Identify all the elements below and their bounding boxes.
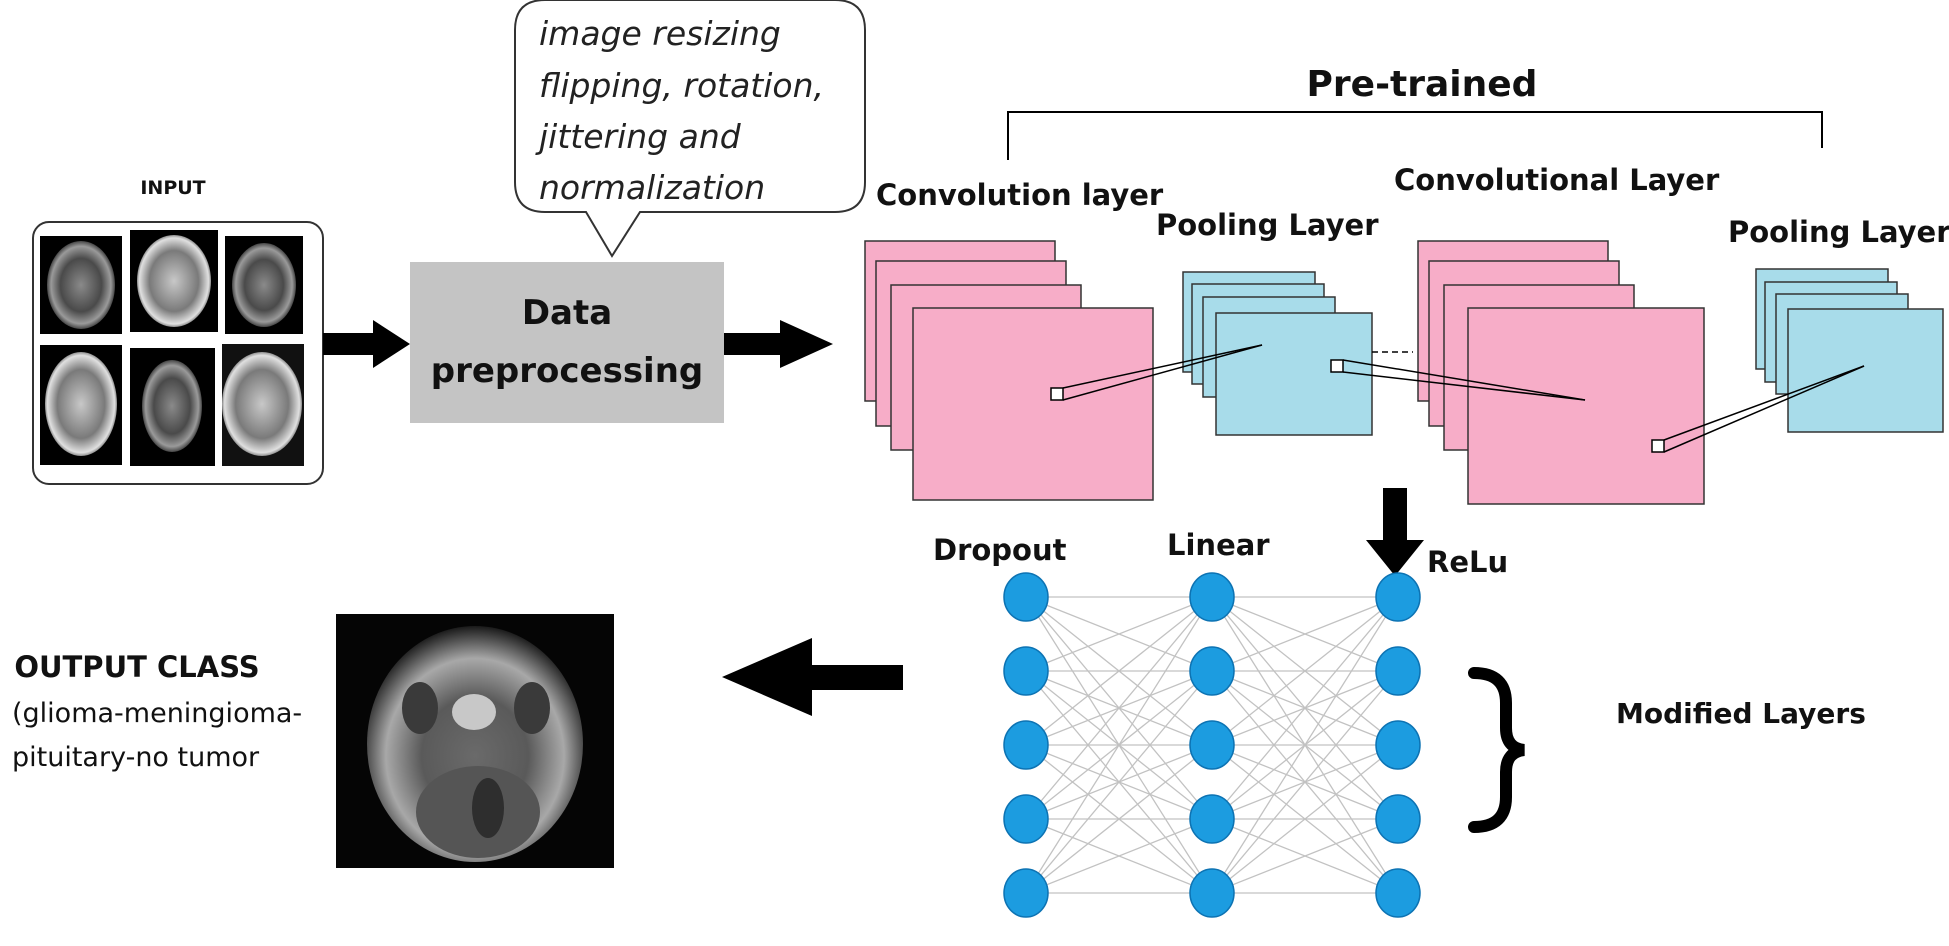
output-title: OUTPUT CLASS — [14, 650, 259, 684]
linear-node — [1189, 646, 1235, 696]
network-edge — [1211, 744, 1399, 894]
arrow-input-to-preprocessing — [323, 320, 410, 368]
linear-label: Linear — [1167, 528, 1270, 562]
linear-node — [1189, 720, 1235, 770]
network-edge — [1025, 596, 1213, 672]
conv2-feature-maps — [1417, 240, 1705, 505]
input-image-grid — [32, 221, 324, 485]
callout-line-3: jittering and — [535, 117, 742, 156]
arrow-conv-to-dense — [1366, 488, 1424, 576]
pretrained-title: Pre-trained — [1307, 64, 1538, 105]
network-edge — [1025, 744, 1213, 894]
preprocessing-callout — [514, 0, 866, 258]
pool1-feature-maps — [1182, 271, 1373, 436]
output-mri-image — [336, 614, 614, 868]
linear-node — [1189, 868, 1235, 918]
output-class-line-2: pituitary-no tumor — [12, 742, 260, 773]
conv2-to-pool2-projection — [1651, 365, 1865, 453]
network-edge — [1025, 818, 1213, 894]
pool2-feature-maps — [1755, 268, 1944, 433]
input-title: INPUT — [140, 177, 205, 199]
callout-line-1: image resizing — [539, 14, 781, 53]
dropout-node — [1003, 794, 1049, 844]
relu-label: ReLu — [1427, 545, 1508, 579]
network-edge — [1211, 596, 1399, 894]
modified-layers-brace — [1468, 667, 1526, 833]
network-edge — [1025, 670, 1213, 894]
dropout-label: Dropout — [933, 533, 1067, 567]
relu-node — [1375, 646, 1421, 696]
relu-node — [1375, 720, 1421, 770]
pool1-label: Pooling Layer — [1156, 208, 1379, 242]
conv2-label: Convolutional Layer — [1394, 163, 1720, 197]
callout-line-2: flipping, rotation, — [539, 66, 824, 105]
conv1-label: Convolution layer — [876, 178, 1164, 212]
output-class-line-1: (glioma-meningioma- — [12, 698, 302, 729]
network-edge — [1211, 818, 1399, 894]
preprocessing-box-line-2: preprocessing — [431, 351, 704, 391]
pool1-to-conv2-projection — [1330, 359, 1586, 401]
pool2-label: Pooling Layer — [1728, 215, 1949, 249]
network-edge — [1025, 596, 1213, 894]
network-nodes — [1003, 572, 1421, 918]
network-edges — [1025, 596, 1399, 894]
network-edge — [1025, 596, 1213, 746]
callout-line-4: normalization — [539, 168, 765, 207]
dropout-node — [1003, 720, 1049, 770]
modified-layers-label: Modified Layers — [1616, 697, 1866, 730]
dropout-node — [1003, 868, 1049, 918]
arrow-dense-to-output — [722, 638, 903, 716]
linear-node — [1189, 794, 1235, 844]
pretrained-bracket — [1007, 111, 1823, 160]
relu-node — [1375, 868, 1421, 918]
linear-node — [1189, 572, 1235, 622]
dropout-node — [1003, 646, 1049, 696]
relu-node — [1375, 572, 1421, 622]
network-edge — [1211, 596, 1399, 746]
network-edge — [1211, 670, 1399, 894]
preprocessing-box-line-1: Data — [522, 293, 612, 333]
arrow-preprocessing-to-conv — [724, 320, 833, 368]
preprocessing-box — [410, 262, 724, 423]
relu-node — [1375, 794, 1421, 844]
network-edge — [1211, 596, 1399, 672]
network-edge — [1025, 596, 1213, 820]
network-edge — [1211, 596, 1399, 820]
dropout-node — [1003, 572, 1049, 622]
conv1-feature-maps — [864, 240, 1154, 501]
conv1-to-pool1-projection — [1050, 344, 1263, 401]
